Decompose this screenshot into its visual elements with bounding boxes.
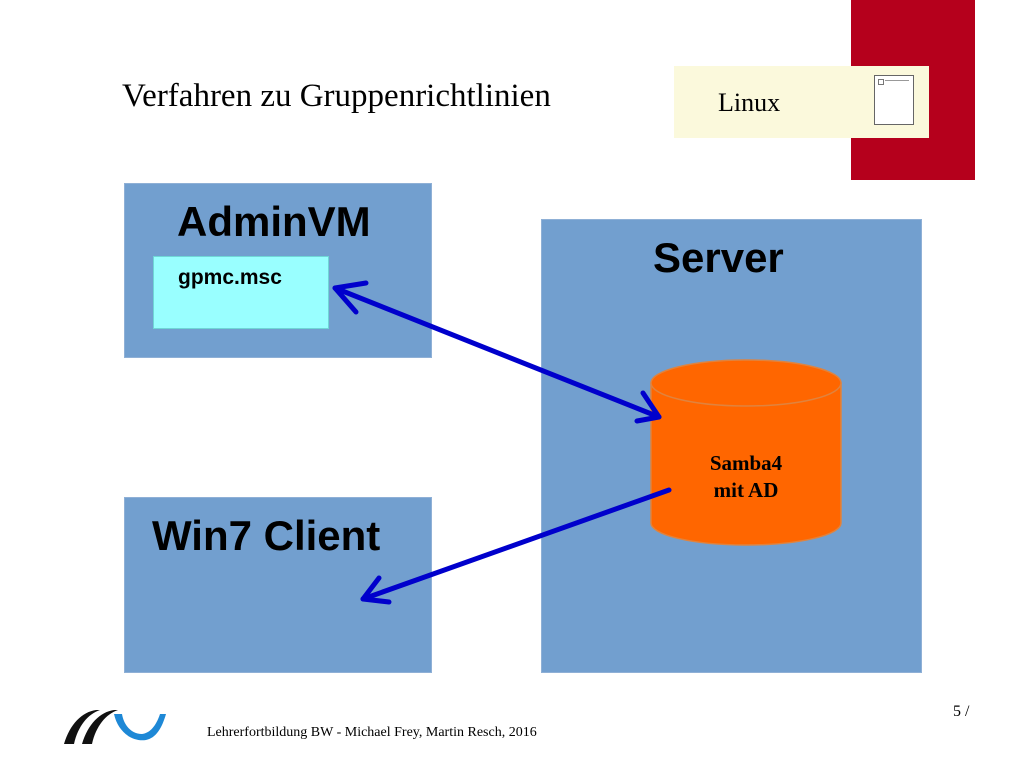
- slide-title: Verfahren zu Gruppenrichtlinien: [122, 78, 551, 114]
- linux-label: Linux: [718, 88, 781, 117]
- win7-client-title: Win7 Client: [152, 512, 381, 559]
- footer-credits: Lehrerfortbildung BW - Michael Frey, Mar…: [207, 725, 537, 740]
- linux-label-box: Linux: [674, 66, 929, 138]
- samba-label-line2: mit AD: [713, 478, 779, 502]
- gpmc-app-box: gpmc.msc: [153, 256, 329, 329]
- arrow-samba-win7: [360, 487, 672, 605]
- samba-ad-label: Samba4 mit AD: [668, 450, 824, 504]
- document-icon: [874, 75, 914, 125]
- page-number: 5 /: [953, 703, 970, 720]
- adminvm-title: AdminVM: [177, 198, 371, 245]
- gpmc-label: gpmc.msc: [178, 266, 282, 289]
- arrow-gpmc-samba: [332, 280, 662, 424]
- logo-icon: [64, 710, 166, 744]
- samba-label-line1: Samba4: [709, 451, 783, 475]
- win7-client-panel: Win7 Client: [124, 497, 432, 673]
- database-cylinder: [650, 359, 842, 546]
- server-title: Server: [653, 234, 784, 281]
